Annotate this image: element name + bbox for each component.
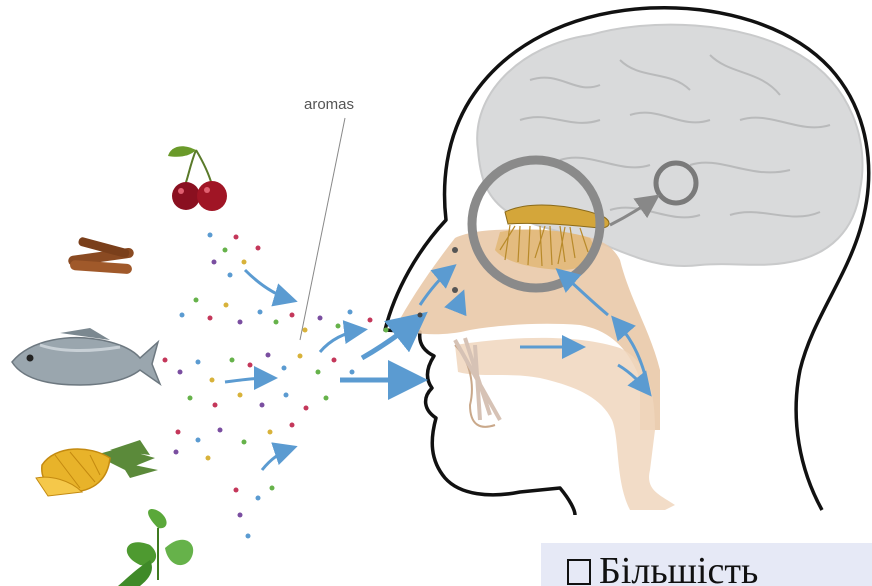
cherry-icon [168, 146, 227, 211]
basil-icon [118, 509, 193, 586]
fish-icon [12, 328, 160, 385]
pineapple-icon [36, 440, 158, 496]
aroma-molecules [163, 233, 459, 539]
cinnamon-icon [68, 236, 135, 274]
caption-box: Більшість [541, 543, 872, 586]
caption-text: Більшість [567, 549, 758, 586]
aromas-pointer-line [300, 118, 345, 340]
caption-label: Більшість [599, 550, 758, 586]
aromas-label: aromas [304, 96, 354, 113]
checkbox-icon [567, 559, 591, 585]
